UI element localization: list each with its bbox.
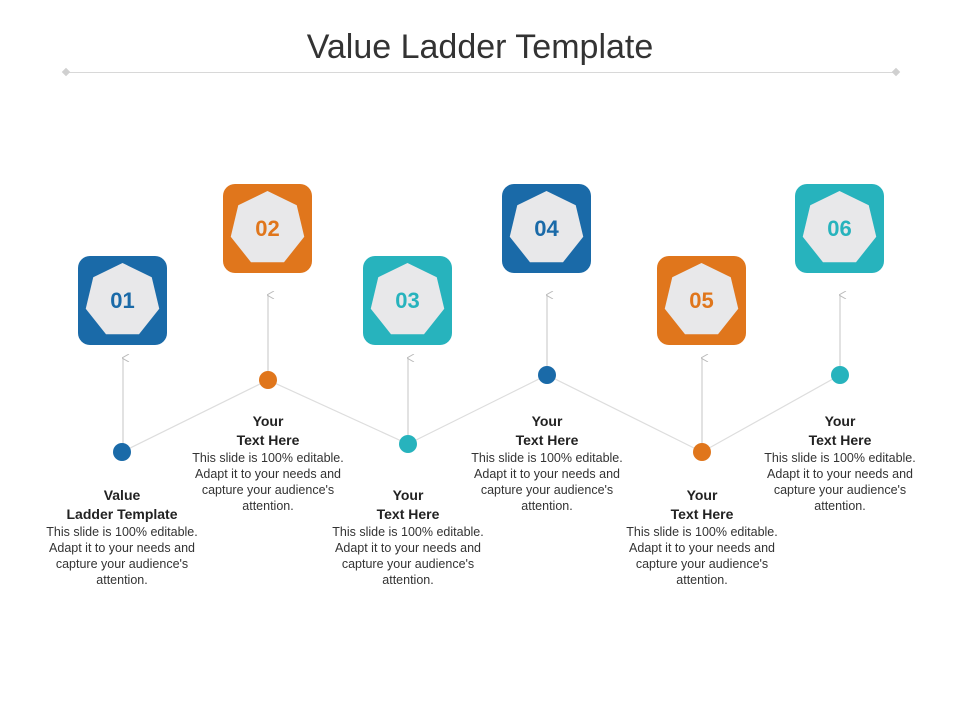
step-body: This slide is 100% editable. Adapt it to…	[471, 451, 623, 513]
step-title: Text Here	[236, 432, 300, 448]
step-title: Your	[531, 413, 563, 429]
step-body: This slide is 100% editable. Adapt it to…	[46, 525, 198, 587]
step-title: Your	[252, 413, 284, 429]
step-title: Text Here	[808, 432, 872, 448]
step-body: This slide is 100% editable. Adapt it to…	[626, 525, 778, 587]
step-01-badge: 01	[78, 256, 167, 345]
step-title: Your	[392, 487, 424, 503]
step-title: Text Here	[376, 506, 440, 522]
step-title: Your	[824, 413, 856, 429]
step-03-badge: 03	[363, 256, 452, 345]
ladder-line	[121, 374, 841, 453]
heptagon-icon: 02	[230, 191, 305, 263]
step-title: Text Here	[670, 506, 734, 522]
heptagon-icon: 01	[85, 263, 160, 335]
heptagon-icon: 03	[370, 263, 445, 335]
title-divider	[66, 72, 896, 73]
heptagon-icon: 04	[509, 191, 584, 263]
step-06-dot	[831, 366, 849, 384]
step-01-dot	[113, 443, 131, 461]
step-title: Value	[103, 487, 141, 503]
step-05-badge: 05	[657, 256, 746, 345]
step-04-dot	[538, 366, 556, 384]
page-title: Value Ladder Template	[306, 28, 654, 66]
step-title: Text Here	[515, 432, 579, 448]
step-title: Your	[686, 487, 718, 503]
step-02-dot	[259, 371, 277, 389]
step-02-badge: 02	[223, 184, 312, 273]
step-03-dot	[399, 435, 417, 453]
step-04-badge: 04	[502, 184, 591, 273]
step-body: This slide is 100% editable. Adapt it to…	[764, 451, 916, 513]
step-05-dot	[693, 443, 711, 461]
heptagon-icon: 06	[802, 191, 877, 263]
step-06-badge: 06	[795, 184, 884, 273]
step-title: Ladder Template	[66, 506, 178, 522]
heptagon-icon: 05	[664, 263, 739, 335]
step-body: This slide is 100% editable. Adapt it to…	[192, 451, 344, 513]
step-body: This slide is 100% editable. Adapt it to…	[332, 525, 484, 587]
